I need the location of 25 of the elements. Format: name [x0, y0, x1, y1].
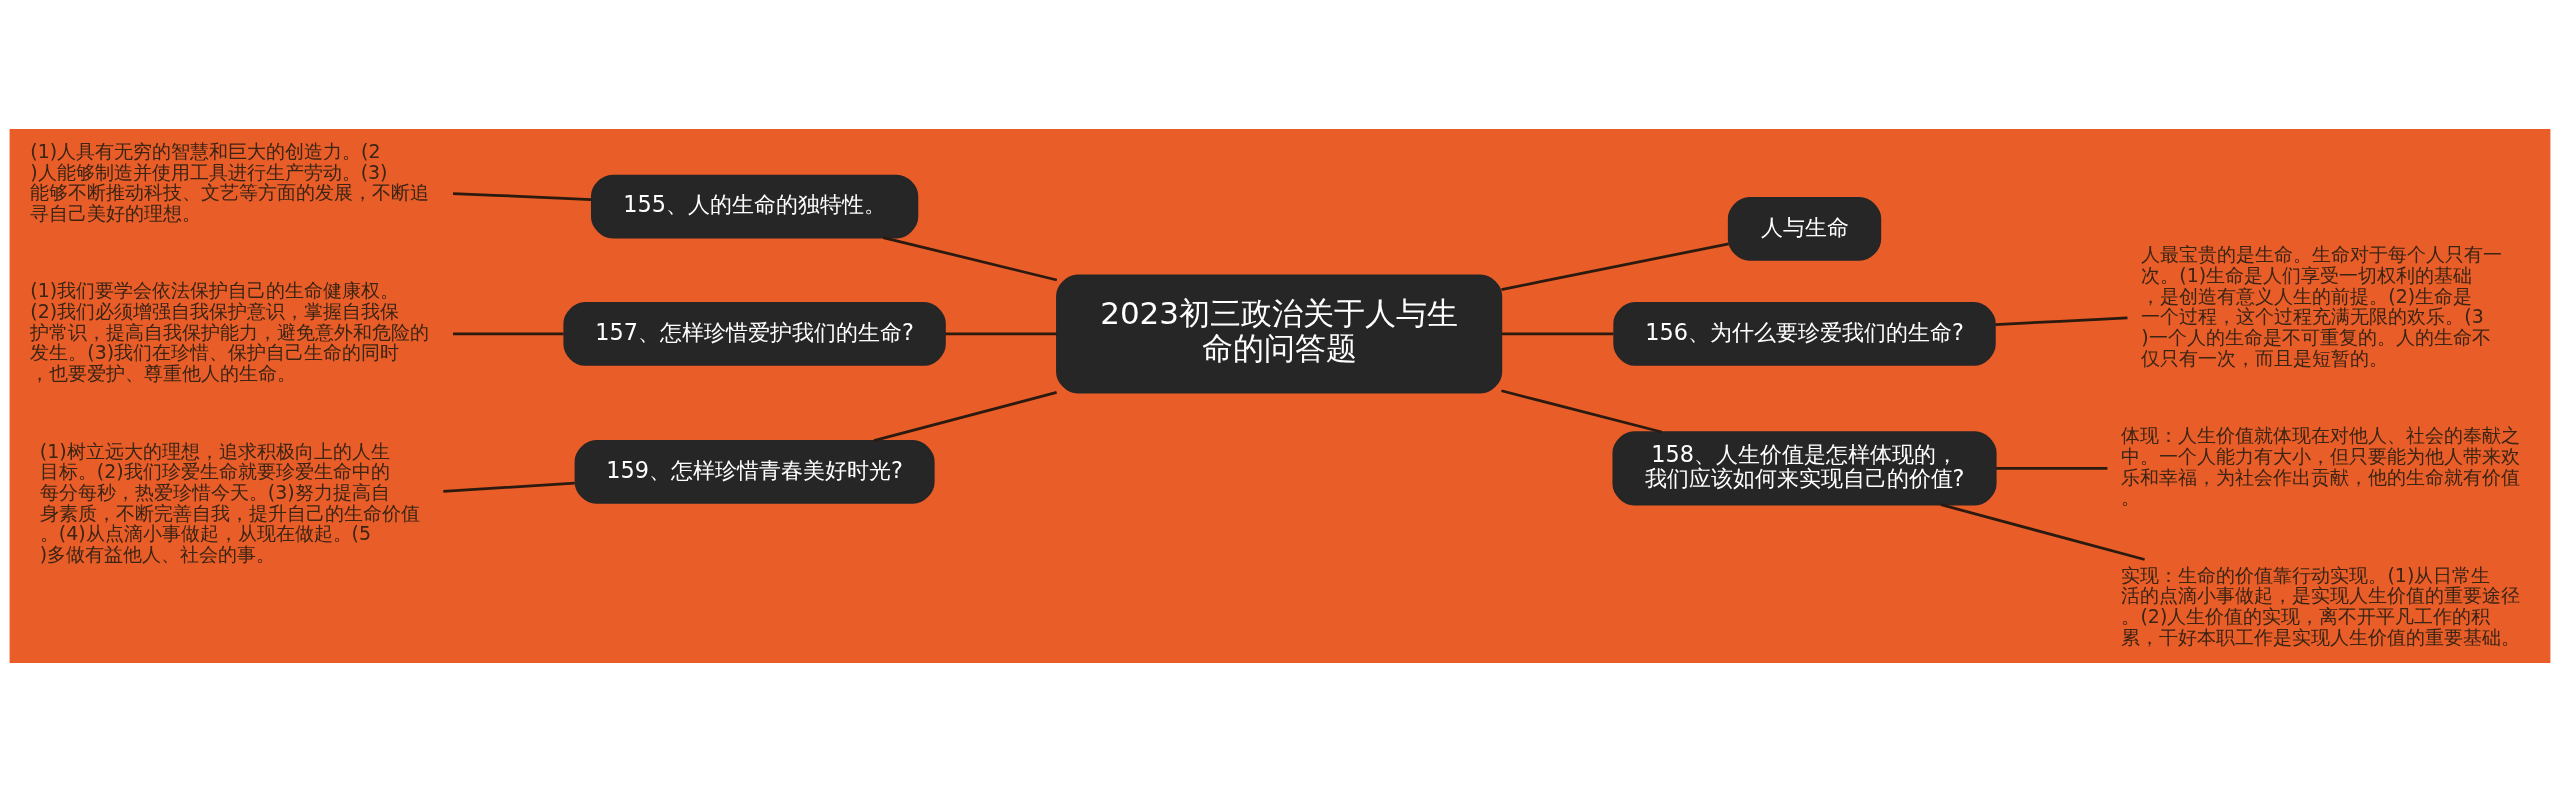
- node-text: (1)我们要学会依法保护自己的生命健康权。(2)我们必须增强自我保护意识，掌握自我保护常识，提高自我保护能力，避免意外和危险的发生。(3)我们在珍惜、保护自己生命的同时，也要爱护、尊重他人的生命。: [30, 278, 430, 384]
- node-box: 2023初三政治关于人与生命的问答题: [1056, 274, 1503, 393]
- node-box: 159、怎样珍惜青春美好时光?: [574, 439, 935, 504]
- connector: [945, 332, 1057, 335]
- connector: [882, 235, 1058, 281]
- node-text: (1)人具有无穷的智慧和巨大的创造力。(2)人能够制造并使用工具进行生产劳动。(3)能够不断推动科技、文艺等方面的发展，不断追寻自己美好的理想。: [30, 139, 430, 224]
- node-text: 体现：人生价值就体现在对他人、社会的奉献之中。一个人能力有大小，但只要能为他人带来欢乐和幸福，为社会作出贡献，他的生命就有价值。: [2121, 423, 2521, 508]
- node-text: (1)树立远大的理想，追求积极向上的人生目标。(2)我们珍爱生命就要珍爱生命中的每分每秒，热爱珍惜今天。(3)努力提高自身素质，不断完善自我，提升自己的生命价值。(4)从点滴小事做起，从现在做起。(5)多做有益他人、社会的事。: [39, 439, 420, 565]
- connector: [453, 332, 564, 335]
- connector: [1501, 388, 1663, 433]
- node-box: 158、人生价值是怎样体现的，我们应该如何来实现自己的价值?: [1612, 430, 1997, 505]
- connector: [452, 191, 592, 201]
- node-box: 156、为什么要珍爱我们的生命?: [1613, 301, 1996, 366]
- connector: [1996, 466, 2108, 470]
- node-box: 人与生命: [1727, 196, 1882, 261]
- connector: [1501, 241, 1729, 291]
- connector: [443, 481, 575, 493]
- connector: [1995, 316, 2128, 326]
- node-box: 157、怎样珍惜爱护我们的生命?: [563, 301, 946, 366]
- connector: [1501, 332, 1614, 335]
- connector: [873, 390, 1057, 442]
- node-text: 实现：生命的价值靠行动实现。(1)从日常生活的点滴小事做起，是实现人生价值的重要途径。(2)人生价值的实现，离不开平凡工作的积累，干好本职工作是实现人生价值的重要基础。: [2121, 563, 2521, 648]
- node-box: 155、人的生命的独特性。: [590, 174, 919, 238]
- node-text: 人最宝贵的是生命。生命对于每个人只有一次。(1)生命是人们享受一切权利的基础，是创造有意义人生的前提。(2)生命是一个过程，这个过程充满无限的欢乐。(3)一个人的生命是不可重复的。人的生命不仅只有一次，而且是短暂的。: [2141, 242, 2503, 369]
- connector: [1940, 502, 2145, 561]
